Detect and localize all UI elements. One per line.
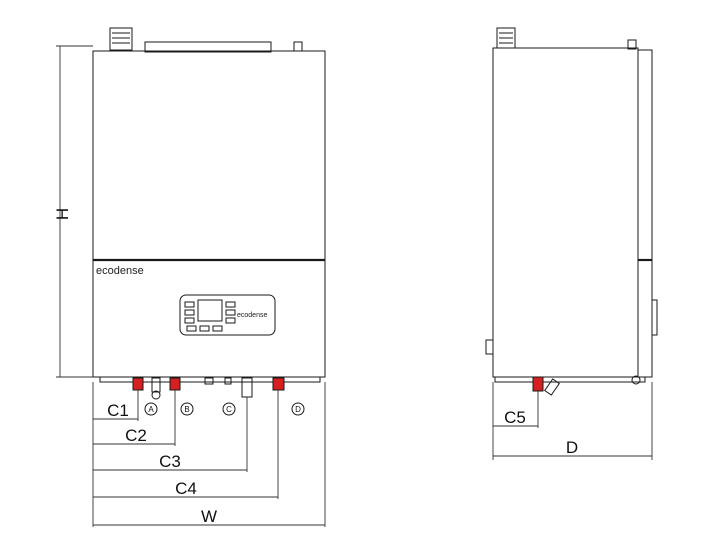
dimension-c2: C2 <box>93 390 176 446</box>
control-display-panel: ecodense <box>179 294 276 336</box>
pipe-b <box>169 377 181 391</box>
display-brand-logo: ecodense <box>237 312 267 319</box>
svg-text:C5: C5 <box>504 408 526 427</box>
pipe-d <box>272 377 285 391</box>
dimension-c4: C4 <box>93 390 279 499</box>
pipe-a <box>132 377 144 391</box>
svg-text:B: B <box>184 405 189 414</box>
svg-text:H: H <box>53 208 72 220</box>
marker-c: C <box>222 402 236 416</box>
svg-text:W: W <box>201 507 217 526</box>
svg-text:A: A <box>148 405 154 414</box>
svg-text:C4: C4 <box>175 479 197 498</box>
pipe-c <box>241 377 253 398</box>
side-casing <box>492 47 639 378</box>
side-pipe <box>532 376 544 392</box>
svg-text:C3: C3 <box>159 452 181 471</box>
svg-text:C1: C1 <box>107 401 129 420</box>
bottom-connections <box>99 376 321 400</box>
side-view: C5 D <box>485 27 658 460</box>
svg-text:C2: C2 <box>125 426 147 445</box>
dimension-c3: C3 <box>93 397 248 472</box>
dimension-h: H <box>53 45 93 378</box>
top-gland-fitting <box>109 27 133 51</box>
dimension-d: D <box>493 382 653 460</box>
front-view: ecodense ecodense <box>53 27 326 527</box>
side-front-panel <box>637 49 653 378</box>
lcd-screen <box>197 299 223 322</box>
top-right-fitting <box>293 41 303 52</box>
dimension-w: W <box>93 382 326 527</box>
top-flue-plate <box>144 41 272 53</box>
front-brand-logo: ecodense <box>96 265 144 277</box>
marker-a: A <box>144 402 158 416</box>
dimension-c1: C1 <box>92 382 139 527</box>
svg-text:D: D <box>566 438 578 457</box>
marker-b: B <box>180 402 194 416</box>
svg-text:C: C <box>226 405 232 414</box>
svg-text:D: D <box>295 405 301 414</box>
marker-d: D <box>291 402 305 416</box>
dimension-c5: C5 <box>492 382 539 460</box>
